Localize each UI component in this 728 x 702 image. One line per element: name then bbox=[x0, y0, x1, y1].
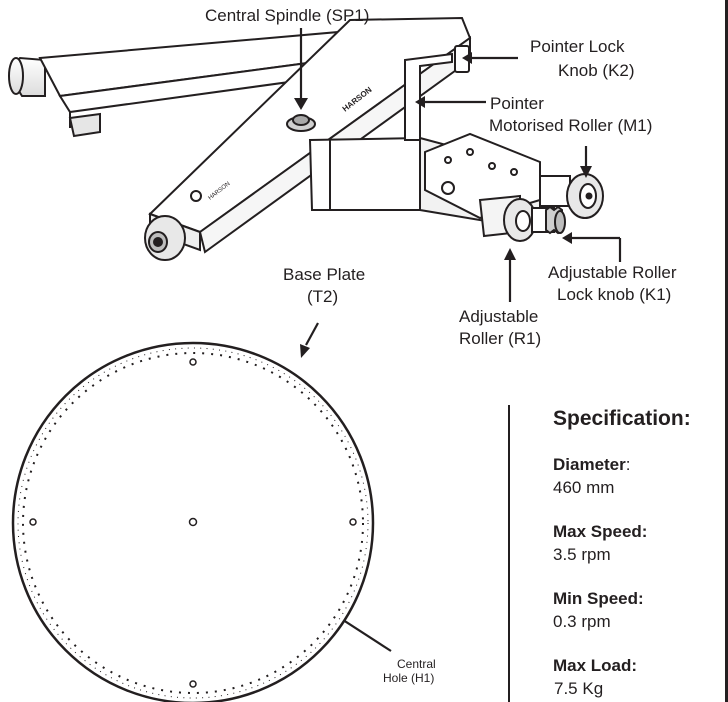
spec-max-load-label: Max Load: bbox=[553, 656, 638, 675]
spec-title: Specification: bbox=[553, 407, 691, 430]
central-spindle-part bbox=[286, 114, 316, 132]
spec-max-speed: Max Speed: bbox=[553, 521, 647, 542]
spec-min-speed: Min Speed: bbox=[553, 588, 644, 609]
pointer-lock-knob-label-2: Knob (K2) bbox=[558, 61, 635, 80]
adjustable-roller-lock-label-2: Lock knob (K1) bbox=[557, 285, 672, 304]
central-spindle-label: Central Spindle (SP1) bbox=[205, 6, 370, 25]
spec-divider bbox=[508, 405, 510, 702]
spec-max-load-value: 7.5 Kg bbox=[554, 679, 604, 698]
page-right-border bbox=[725, 0, 728, 702]
base-plate-label-2: (T2) bbox=[307, 287, 339, 306]
spec-max-speed-value: 3.5 rpm bbox=[553, 545, 611, 564]
central-hole-label-1: Central bbox=[397, 657, 436, 671]
adjustable-roller-lock-label-1: Adjustable Roller bbox=[548, 263, 677, 282]
spec-min-speed-value: 0.3 rpm bbox=[553, 612, 611, 631]
spec-max-speed-label: Max Speed: bbox=[553, 522, 648, 541]
pointer-label: Pointer bbox=[490, 94, 544, 113]
spec-diameter-sep: : bbox=[625, 455, 631, 474]
spec-diameter-value: 460 mm bbox=[553, 478, 615, 497]
motorised-roller-label: Motorised Roller (M1) bbox=[489, 116, 653, 135]
pointer-part bbox=[404, 45, 470, 141]
central-hole bbox=[188, 517, 198, 527]
left-end-roller bbox=[8, 56, 46, 97]
base-plate-label-1: Base Plate bbox=[283, 265, 366, 284]
motorised-roller-part bbox=[539, 173, 604, 219]
central-hole-label-2: Hole (H1) bbox=[383, 671, 435, 685]
spec-min-speed-label: Min Speed: bbox=[553, 589, 644, 608]
spec-max-load: Max Load: bbox=[553, 655, 637, 676]
spec-diameter-label: Diameter bbox=[553, 455, 626, 474]
spec-diameter: Diameter: bbox=[553, 454, 631, 475]
pointer-lock-knob-label-1: Pointer Lock bbox=[530, 37, 625, 56]
base-plate bbox=[11, 341, 375, 702]
adjustable-roller-part bbox=[503, 198, 566, 242]
adjustable-roller-label-1: Adjustable bbox=[459, 307, 539, 326]
adjustable-roller-label-2: Roller (R1) bbox=[459, 329, 542, 348]
